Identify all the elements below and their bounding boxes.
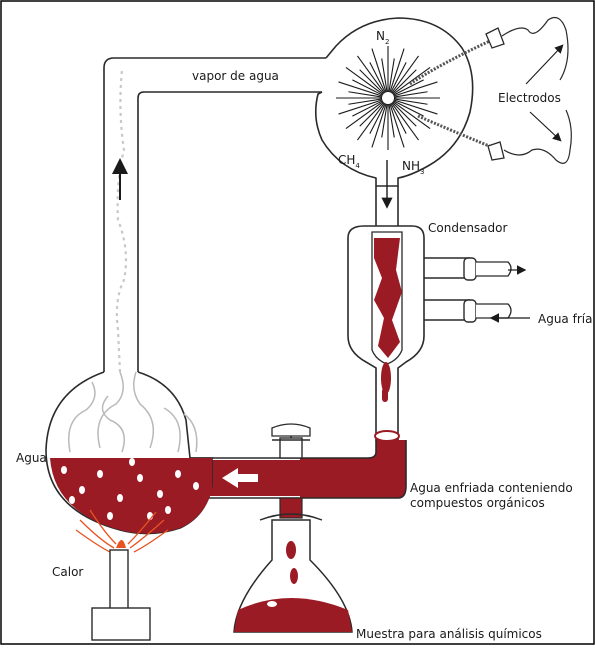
vapor-label: vapor de agua bbox=[192, 69, 279, 83]
flask-liquid bbox=[50, 458, 212, 534]
sample-flask bbox=[234, 514, 352, 632]
bubble bbox=[107, 512, 113, 520]
sample-label: Muestra para análisis químicos bbox=[356, 627, 542, 641]
bubble bbox=[165, 506, 171, 514]
bubble bbox=[97, 470, 103, 478]
electrode-pointer-upper bbox=[526, 46, 562, 84]
electrode-pointer-lower bbox=[530, 112, 560, 140]
bubble bbox=[117, 494, 123, 502]
bubble bbox=[175, 470, 181, 478]
burner bbox=[110, 550, 128, 610]
cooled-water-label-line2: compuestos orgánicos bbox=[410, 496, 545, 510]
flame-icon bbox=[116, 540, 126, 548]
bubble bbox=[79, 486, 85, 494]
water-label: Agua bbox=[16, 451, 47, 465]
condenser-label: Condensador bbox=[428, 221, 507, 235]
cooled-water-label-line1: Agua enfriada conteniendo bbox=[410, 481, 573, 495]
heat-label: Calor bbox=[52, 565, 83, 579]
vapor-column bbox=[117, 70, 126, 372]
bubble bbox=[157, 490, 163, 498]
bubble bbox=[129, 458, 135, 466]
bubble bbox=[193, 482, 199, 490]
return-tube bbox=[190, 424, 406, 518]
stopcock bbox=[280, 438, 302, 458]
bubble bbox=[69, 496, 75, 504]
condenser bbox=[348, 226, 530, 440]
bubble bbox=[137, 474, 143, 482]
electrodes-label: Electrodos bbox=[498, 91, 561, 105]
spark-chamber bbox=[316, 18, 572, 206]
cold-water-label: Agua fría bbox=[538, 312, 592, 326]
boiling-flask bbox=[46, 70, 212, 534]
burner-base bbox=[92, 608, 150, 640]
bubble bbox=[61, 466, 67, 474]
